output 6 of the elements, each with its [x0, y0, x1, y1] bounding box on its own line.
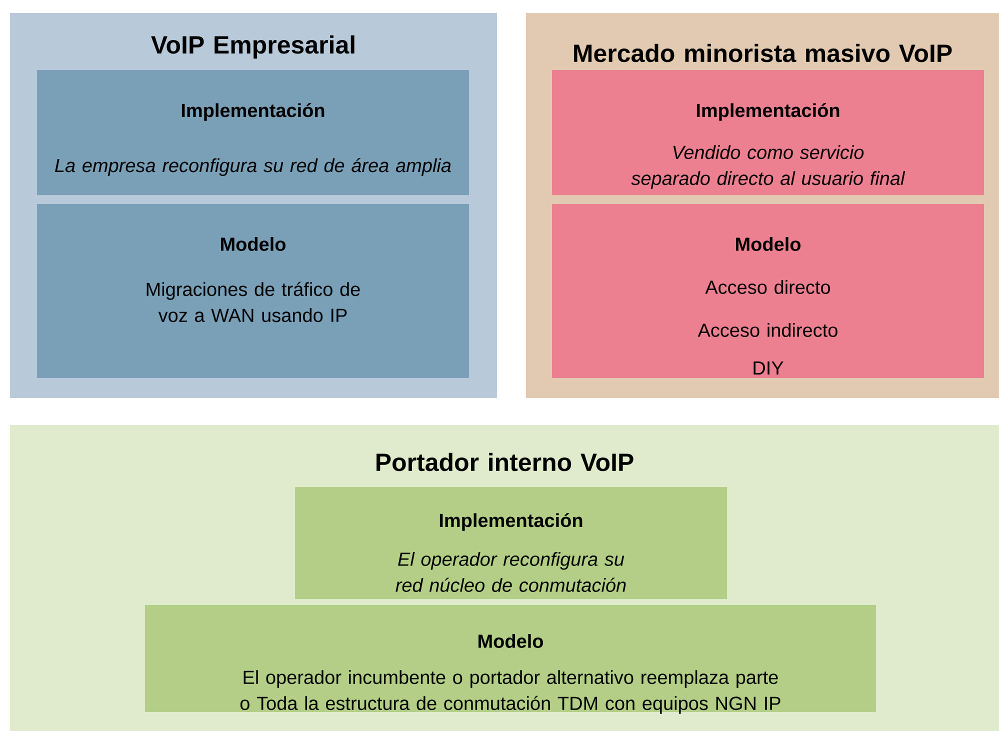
- section-box: Implementación Vendido como servicio separado directo al usuario final: [552, 70, 984, 195]
- section-box: Modelo El operador incumbente o portador alternativo reemplaza parte o Toda la estructura de conmutación TDM con equipos NGN IP: [145, 605, 876, 714]
- section-box: Implementación La empresa reconfigura su red de área amplia: [37, 70, 469, 195]
- section-box: Modelo Acceso directo Acceso indirecto DIY: [552, 204, 984, 378]
- section-box: Modelo Migraciones de tráfico de voz a WAN usando IP: [37, 204, 469, 378]
- section-box: Implementación El operador reconfigura su red núcleo de conmutación: [295, 487, 727, 599]
